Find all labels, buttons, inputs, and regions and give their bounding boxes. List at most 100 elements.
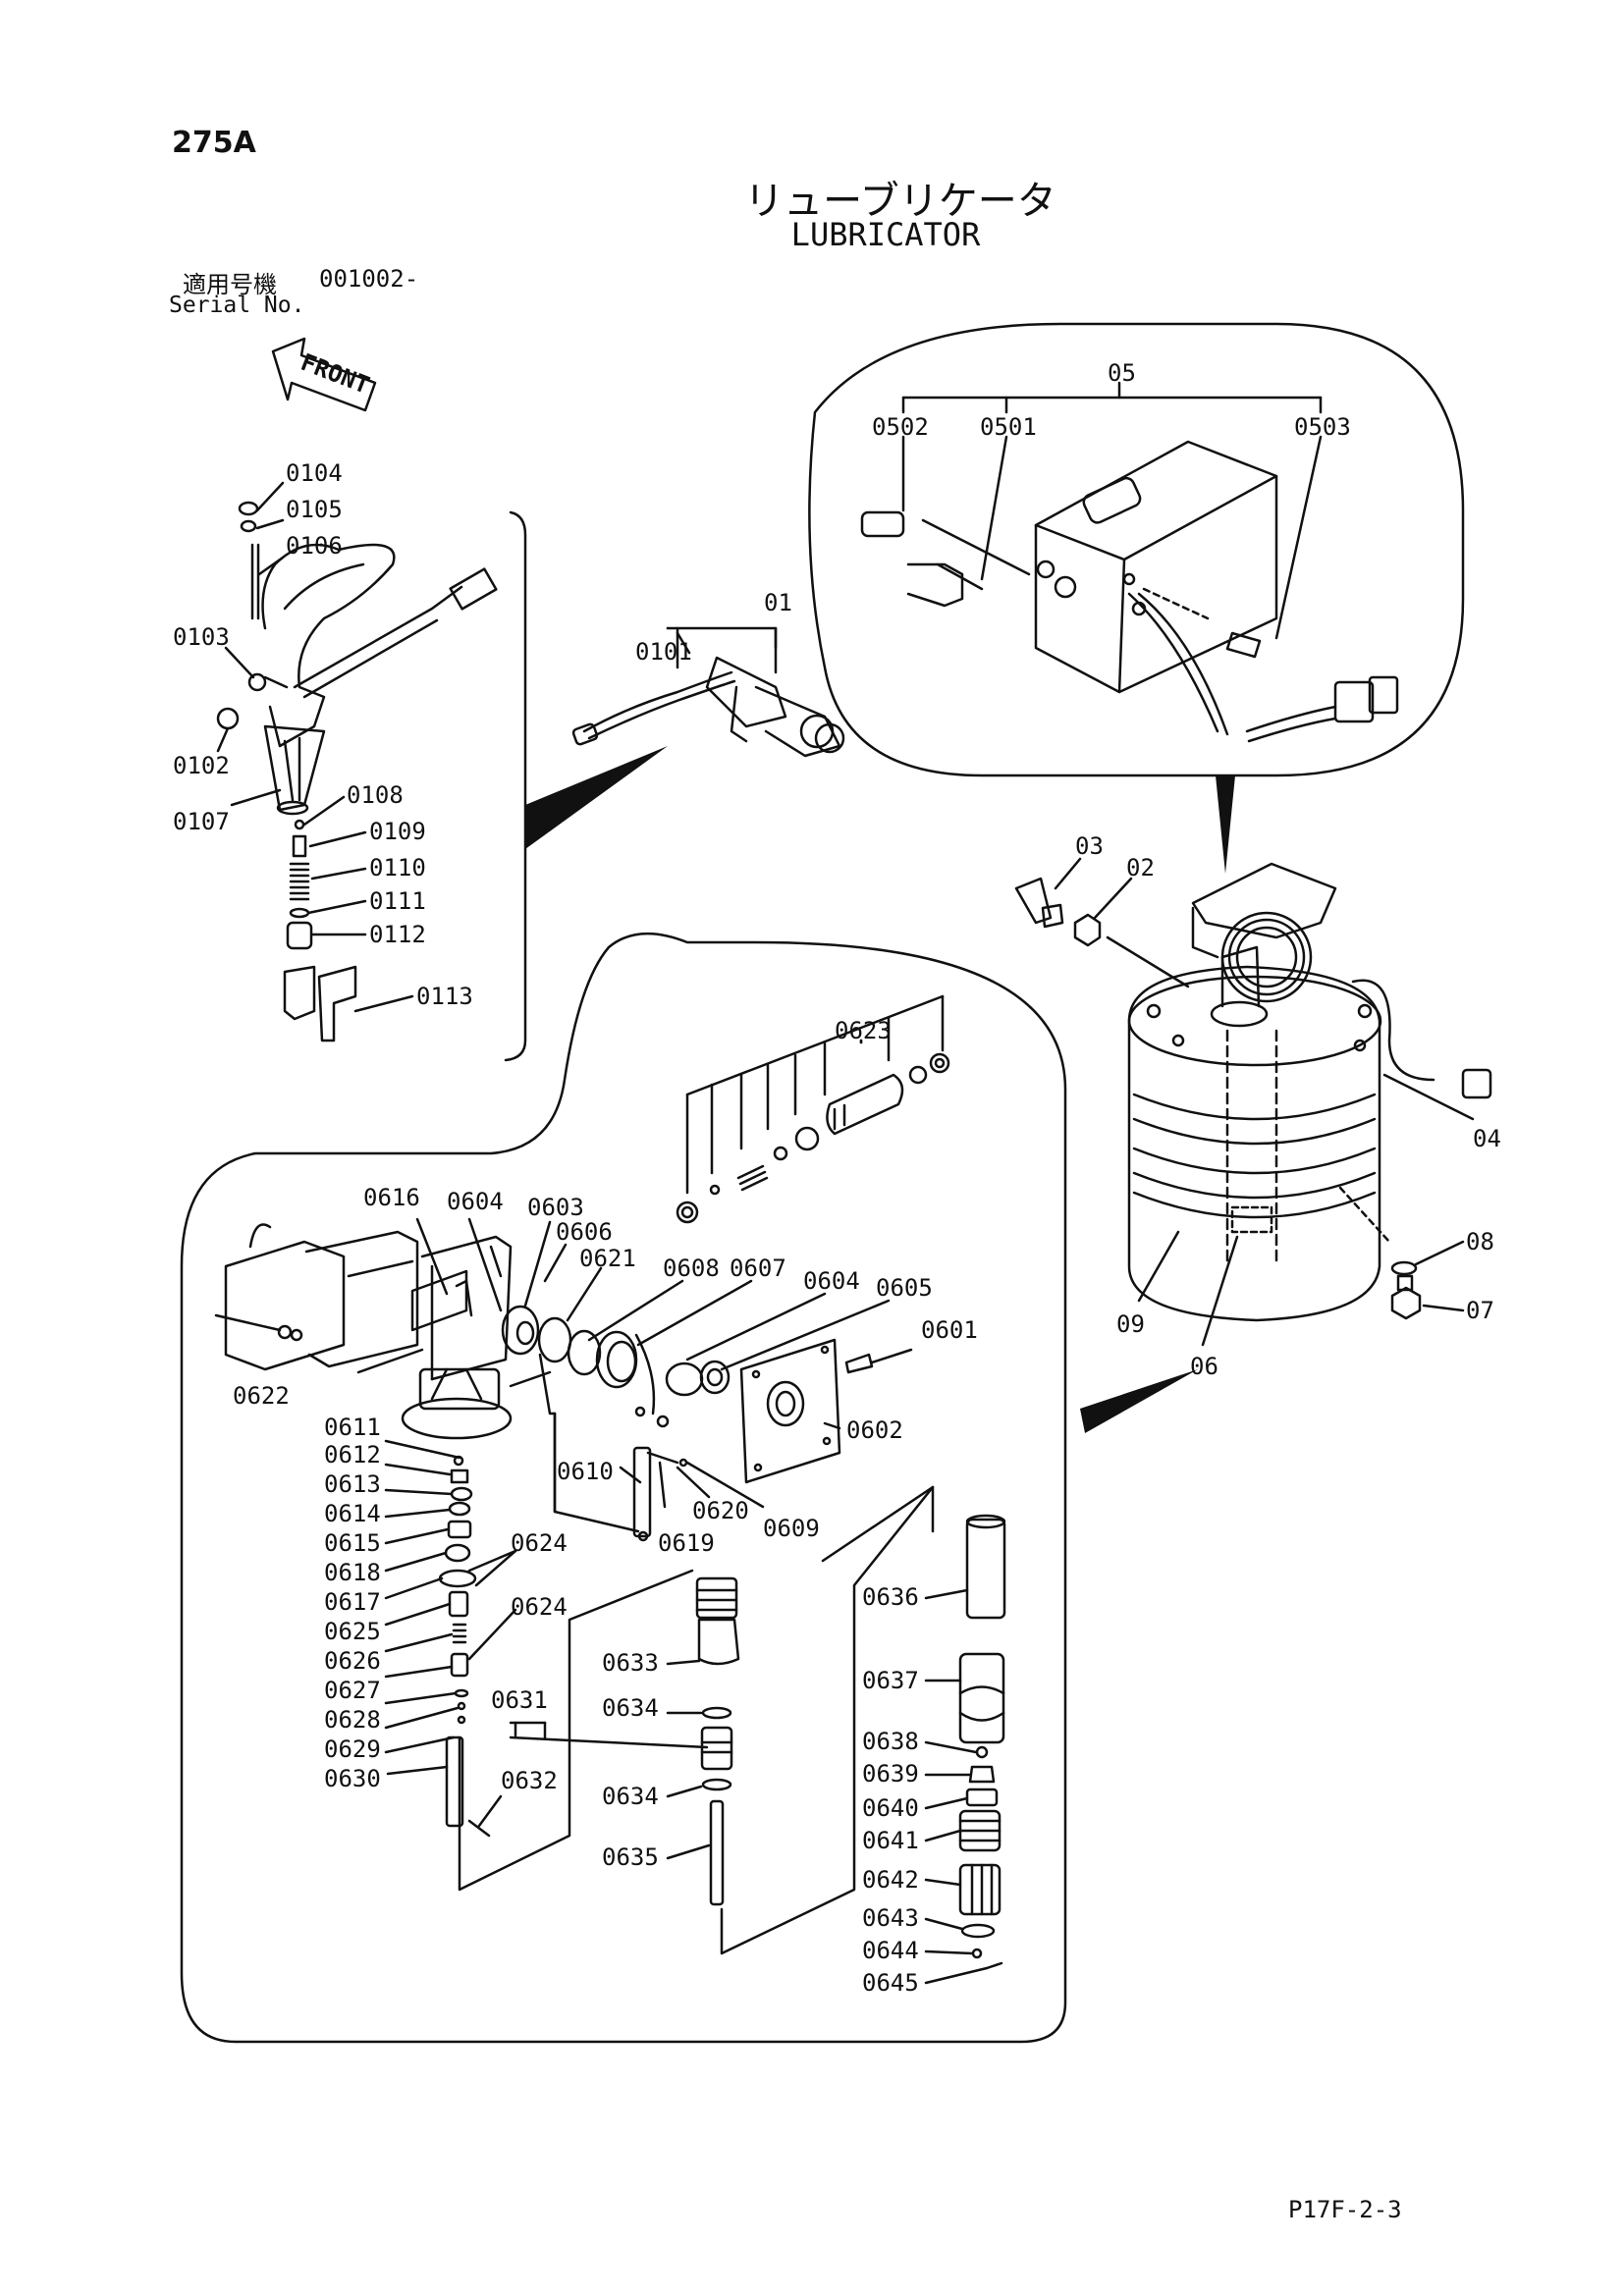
page-number: 275A <box>172 126 256 160</box>
part-label: 0104 <box>286 459 343 487</box>
part-label: 0629 <box>324 1735 381 1763</box>
part-label: 0107 <box>173 808 230 835</box>
part-label: 0612 <box>324 1441 381 1468</box>
check-valve-parts <box>676 1052 950 1224</box>
part-label: 0111 <box>369 887 426 915</box>
part-label: 0109 <box>369 818 426 845</box>
part-label: 0601 <box>921 1316 978 1344</box>
part-label: 05 <box>1108 359 1136 387</box>
part-label: 0605 <box>876 1274 933 1302</box>
right-column-parts <box>958 1514 1006 1970</box>
part-label: 0631 <box>491 1686 548 1714</box>
part-label: 09 <box>1116 1310 1145 1338</box>
part-label: 0637 <box>862 1667 919 1694</box>
part-label: 0607 <box>730 1255 786 1282</box>
pointer-wedge <box>1216 775 1235 874</box>
pointer-wedge <box>525 746 668 849</box>
part-label: 0102 <box>173 752 230 779</box>
serial-label-japanese: 適用号機 <box>183 271 277 298</box>
callout-bubble-06 <box>180 932 1067 2044</box>
part-label: 0625 <box>324 1618 381 1645</box>
part-label: 0108 <box>347 781 404 809</box>
part-label: 0623 <box>835 1017 892 1044</box>
part-label: 0610 <box>557 1458 614 1485</box>
part-label: 07 <box>1466 1297 1494 1324</box>
part-label: 0501 <box>980 413 1037 441</box>
part-label: 0634 <box>602 1783 659 1810</box>
part-label: 0634 <box>602 1694 659 1722</box>
part-label: 0503 <box>1294 413 1351 441</box>
part-label: 0613 <box>324 1470 381 1498</box>
serial-label-english: Serial No. <box>169 293 305 318</box>
part-label: 0615 <box>324 1529 381 1557</box>
grease-hose-assembly <box>571 626 845 758</box>
part-label: 0642 <box>862 1866 919 1894</box>
part-label: 0502 <box>872 413 929 441</box>
part-label: 0626 <box>324 1647 381 1675</box>
part-label: 0641 <box>862 1827 919 1854</box>
tank-leaders <box>1054 857 1475 1347</box>
left-group-bracket <box>504 510 527 1062</box>
part-label: 01 <box>764 589 792 616</box>
part-label: 0617 <box>324 1588 381 1616</box>
group-05-leaders <box>901 435 1323 640</box>
part-label: 0621 <box>579 1245 636 1272</box>
part-label: 0616 <box>363 1184 420 1211</box>
part-label: 0638 <box>862 1728 919 1755</box>
part-label: 04 <box>1473 1125 1501 1152</box>
part-label: 0112 <box>369 921 426 948</box>
pump-disks-and-seals <box>501 1305 731 1428</box>
part-label: 0604 <box>447 1188 504 1215</box>
serial-value: 001002- <box>319 265 419 293</box>
grease-gun-handle-assembly <box>216 501 498 1042</box>
part-label: 0611 <box>324 1414 381 1441</box>
part-label: 0608 <box>663 1255 720 1282</box>
part-label: 0619 <box>658 1529 715 1557</box>
part-label: 0636 <box>862 1583 919 1611</box>
part-label: 0633 <box>602 1649 659 1677</box>
part-label: 0110 <box>369 854 426 881</box>
part-label: 02 <box>1126 854 1155 881</box>
part-label: 0635 <box>602 1843 659 1871</box>
part-label: 0644 <box>862 1937 919 1964</box>
part-label: 06 <box>1190 1353 1218 1380</box>
part-label: 0103 <box>173 623 230 651</box>
part-label: 0609 <box>763 1515 820 1542</box>
part-label: 0628 <box>324 1706 381 1734</box>
part-label: 0645 <box>862 1969 919 1997</box>
group-0623-bracket <box>685 994 945 1195</box>
part-label: 0643 <box>862 1904 919 1932</box>
part-label: 0640 <box>862 1794 919 1822</box>
part-label: 0606 <box>556 1218 613 1246</box>
group-05-bracket <box>901 381 1323 414</box>
solenoid-valve-box <box>860 440 1399 743</box>
part-label: 03 <box>1075 832 1104 860</box>
part-label: 0603 <box>527 1194 584 1221</box>
part-label: 0639 <box>862 1760 919 1788</box>
pump-motor-assembly <box>214 1223 513 1440</box>
part-label: 0101 <box>635 638 692 666</box>
lubricator-tank <box>1127 862 1492 1322</box>
part-label: 0632 <box>501 1767 558 1794</box>
center-column-leaders <box>666 1659 711 1860</box>
part-label: 0624 <box>511 1529 568 1557</box>
part-label: 0618 <box>324 1559 381 1586</box>
part-label: 0105 <box>286 496 343 523</box>
group-right-column-bracket <box>720 1485 935 1955</box>
tank-fittings <box>1014 877 1422 1320</box>
part-label: 0614 <box>324 1500 381 1527</box>
part-label-group: 0104 0105 0106 0103 0102 0107 0108 0109 … <box>173 359 1501 1997</box>
callout-bubble-05 <box>808 322 1465 777</box>
part-label: 08 <box>1466 1228 1494 1255</box>
part-label: 0630 <box>324 1765 381 1792</box>
part-label: 0627 <box>324 1677 381 1704</box>
title-japanese: リューブリケータ <box>744 179 1056 224</box>
left-leaders <box>216 481 414 1013</box>
part-label: 0624 <box>511 1593 568 1621</box>
part-label: 0106 <box>286 532 343 560</box>
part-label: 0604 <box>803 1267 860 1295</box>
left-stack-leaders <box>384 1348 913 1828</box>
front-arrow-icon: FRONT <box>271 337 377 412</box>
part-label: 0602 <box>846 1416 903 1444</box>
